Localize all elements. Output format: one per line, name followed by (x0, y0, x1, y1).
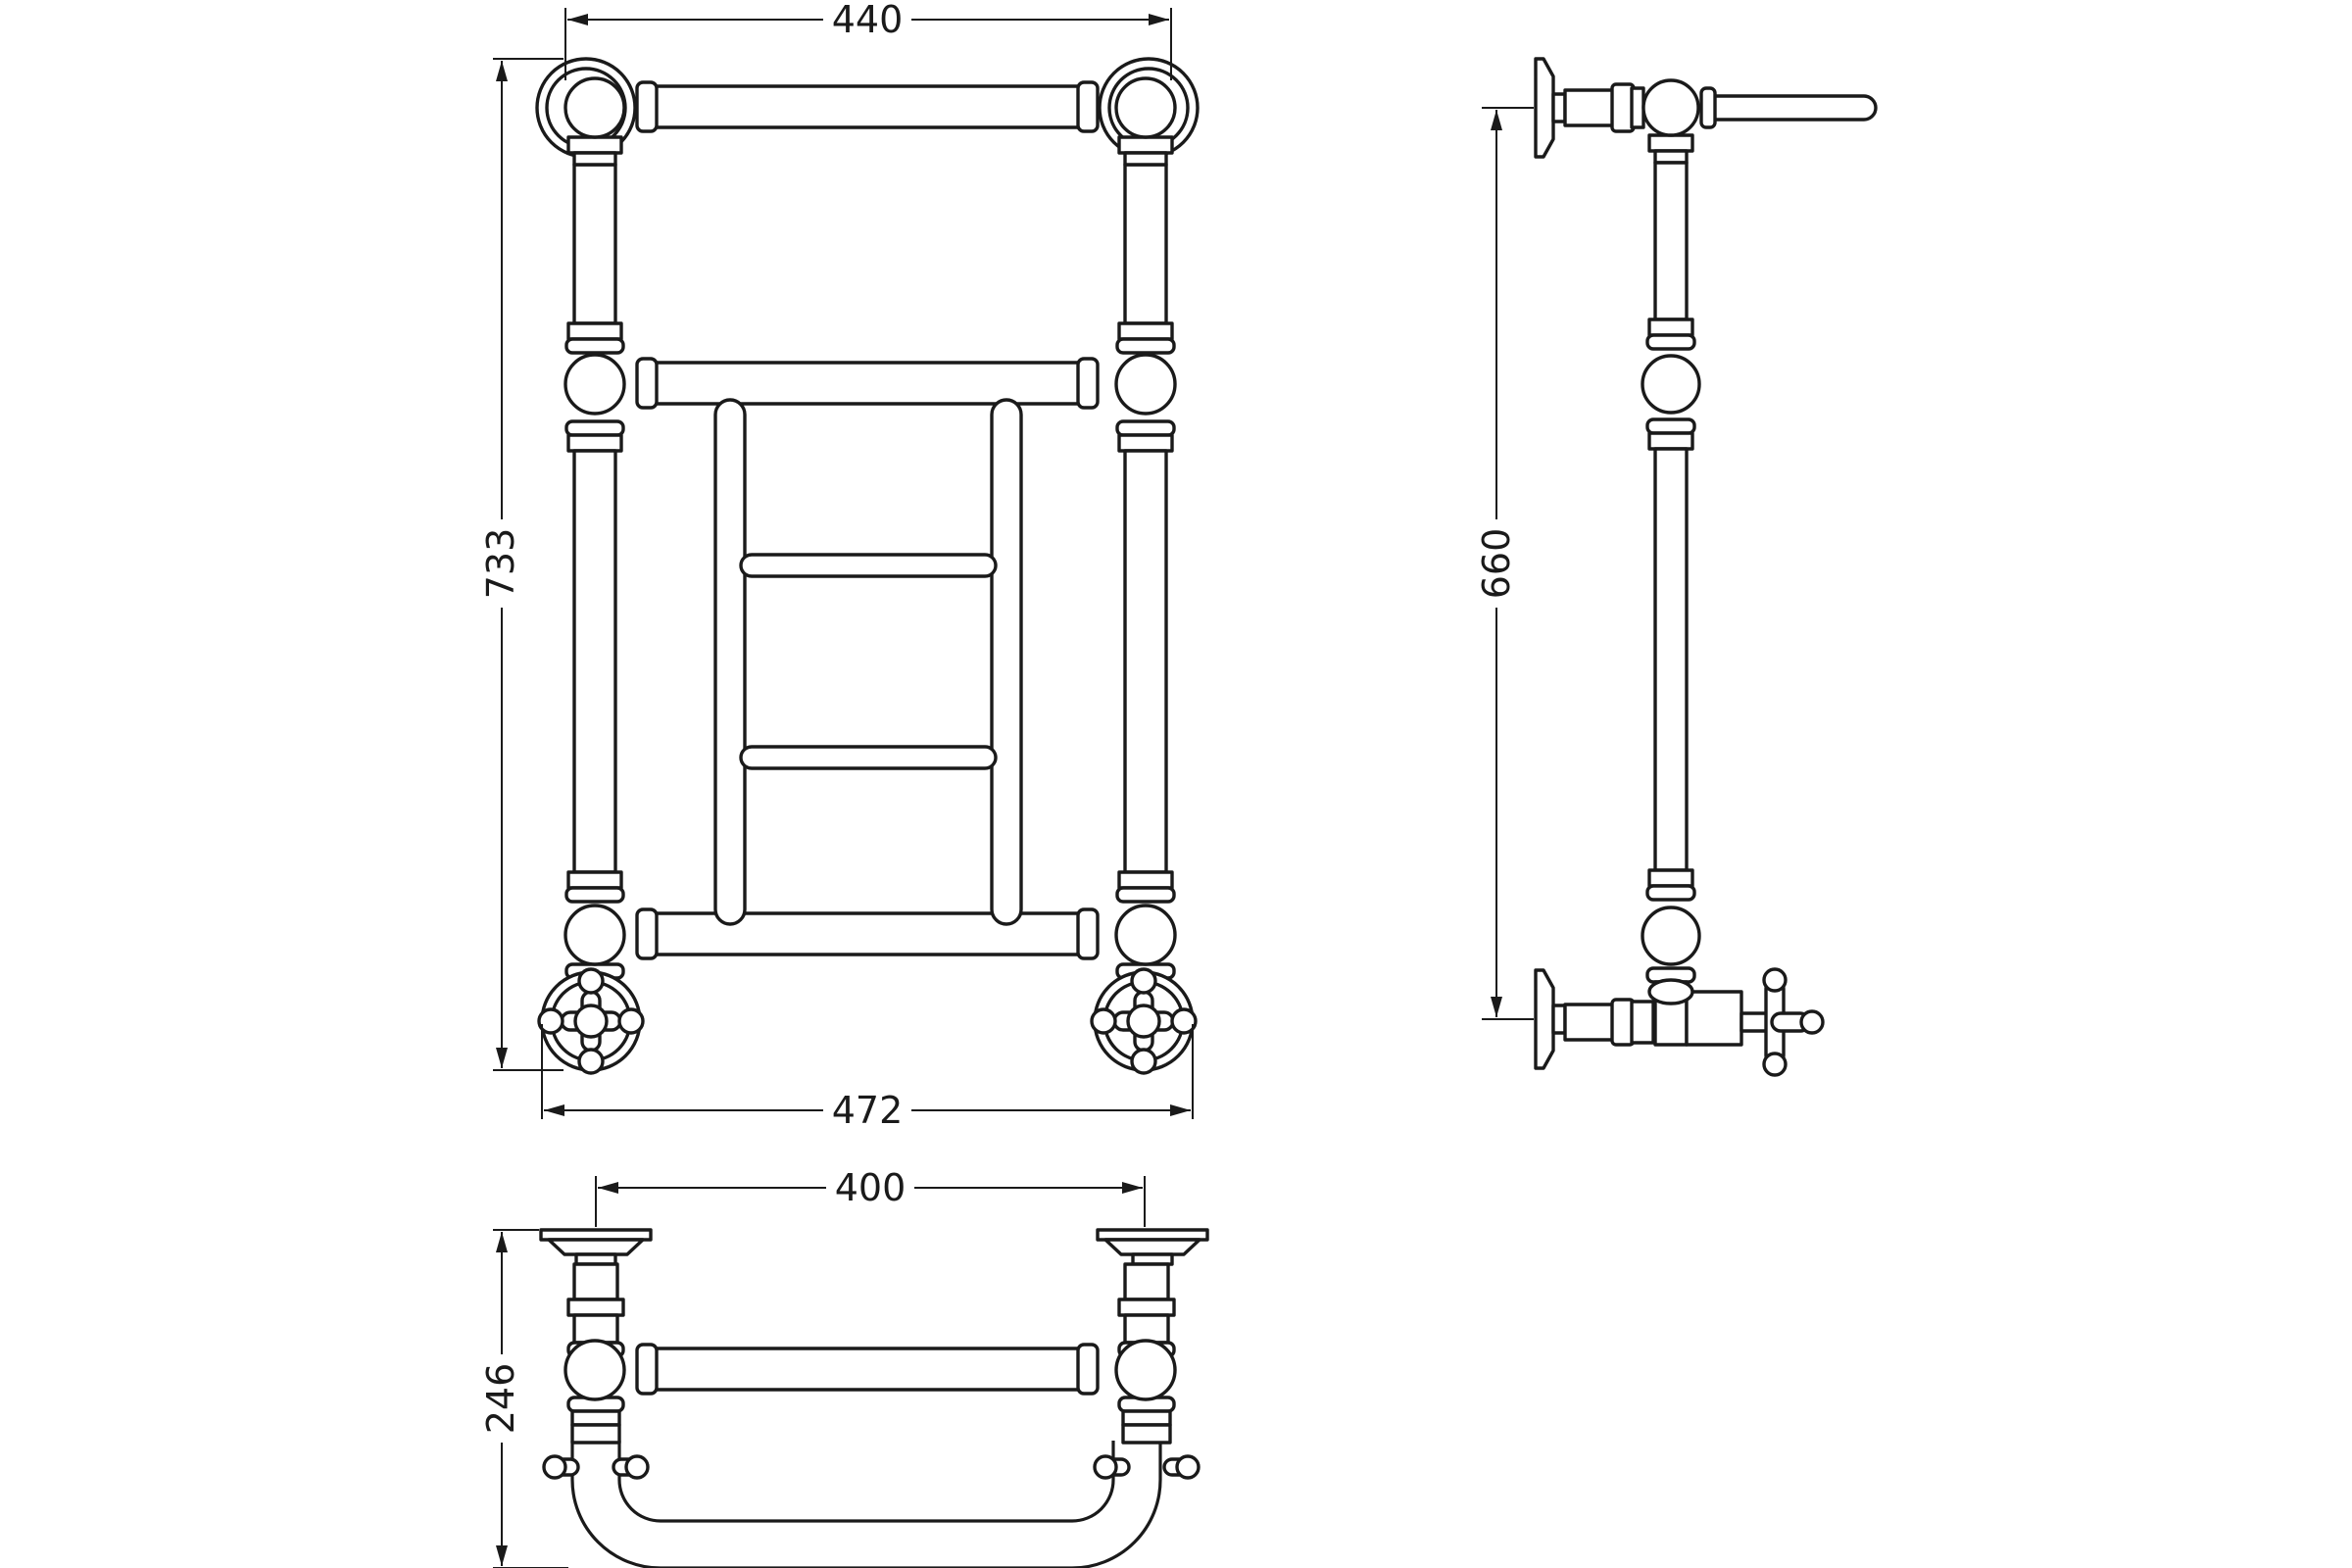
joint-knobs (564, 76, 1177, 966)
side-vertical-post (1641, 78, 1701, 984)
bottom-rail (635, 907, 1100, 960)
plan-u-bend-pipe (570, 1441, 1162, 1568)
middle-rail (635, 357, 1100, 410)
plan-left-wall-flange (539, 1228, 653, 1266)
dimension-side-height-label: 660 (1475, 528, 1518, 600)
top-rail (635, 80, 1100, 133)
dimension-bottom-width: 472 (541, 1024, 1194, 1132)
plan-right-post (1093, 1262, 1200, 1480)
dimension-plan-width-label: 400 (835, 1166, 906, 1209)
bottom-left-valve (537, 967, 645, 1075)
plan-right-wall-flange (1096, 1228, 1209, 1266)
dimension-top-width: 440 (564, 0, 1172, 80)
side-top-wall-plate (1534, 57, 1567, 159)
side-view: 660 (1475, 57, 1878, 1077)
front-view: 440 733 472 (479, 0, 1200, 1132)
left-vertical-post (564, 163, 625, 980)
side-top-arm (1563, 82, 1878, 133)
side-bottom-valve (1563, 967, 1825, 1077)
dimension-side-height: 660 (1475, 107, 1534, 1020)
bottom-right-valve (1090, 967, 1198, 1075)
dimension-plan-depth: 246 (479, 1229, 568, 1568)
right-vertical-post (1115, 163, 1176, 980)
dimension-height: 733 (479, 58, 564, 1071)
inner-ladder (713, 398, 1023, 926)
dimension-plan-width: 400 (595, 1166, 1146, 1227)
dimension-plan-depth-label: 246 (479, 1363, 522, 1435)
side-bottom-wall-plate (1534, 968, 1567, 1070)
dimension-height-label: 733 (479, 528, 522, 600)
dimension-top-width-label: 440 (832, 0, 904, 41)
dimension-bottom-width-label: 472 (832, 1089, 904, 1132)
plan-rail (564, 1339, 1177, 1401)
plan-view: 400 246 (479, 1166, 1209, 1568)
